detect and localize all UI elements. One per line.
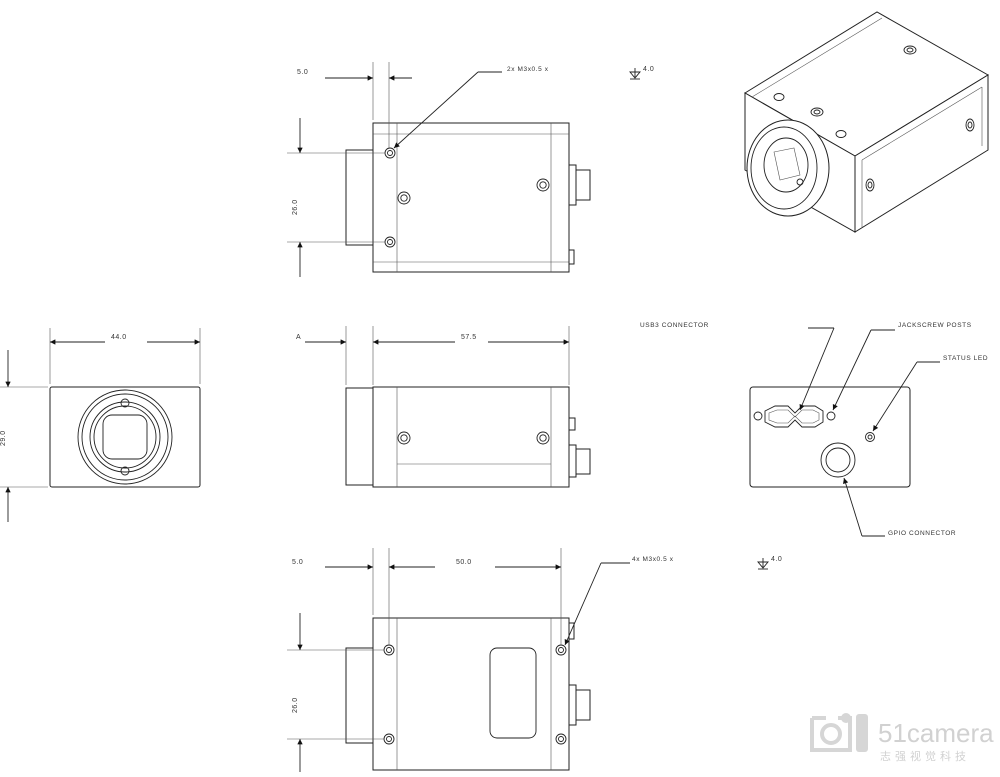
iso-lens-mount xyxy=(746,119,830,217)
jackscrew-post-right xyxy=(826,411,836,421)
side-length-dimension: 57.5 xyxy=(461,334,477,341)
side-view-lens-mount xyxy=(345,387,374,486)
bottom-view-hole-br xyxy=(555,733,567,745)
bottom-view-connector xyxy=(575,689,591,721)
top-offset-dimension: 5.0 xyxy=(297,69,308,76)
top-view-connector xyxy=(575,169,591,201)
iso-screw-top-2 xyxy=(903,45,917,55)
usb3-connector-label: USB3 CONNECTOR xyxy=(640,322,709,329)
side-view-body xyxy=(372,386,570,488)
side-view-screw-right xyxy=(536,431,550,445)
rear-view-body xyxy=(749,386,911,488)
iso-hole-top-2 xyxy=(835,130,847,138)
iso-screw-side-2 xyxy=(965,118,975,132)
iso-hole-top-1 xyxy=(773,93,785,101)
bottom-view: 5.0 50.0 26.0 4x M3x0.5 x xyxy=(287,548,674,772)
depth-bottom-dimension: 4.0 xyxy=(771,556,782,563)
bottom-offset-dimension: 5.0 xyxy=(292,559,303,566)
watermark-logo xyxy=(810,713,868,752)
bottom-view-lens-mount xyxy=(345,647,374,744)
watermark-subtitle: 志强视觉科技 xyxy=(880,749,970,763)
status-led xyxy=(865,432,875,442)
bottom-view-label-area xyxy=(489,647,537,739)
top-view-body xyxy=(372,122,570,273)
jackscrew-posts-label: JACKSCREW POSTS xyxy=(898,322,972,329)
iso-screw-side-1 xyxy=(865,178,875,192)
front-view-mount-outer xyxy=(77,389,173,485)
bottom-spacing-dimension: 50.0 xyxy=(456,559,472,566)
top-view-screw-left xyxy=(397,191,411,205)
front-height-dimension: 29.0 xyxy=(0,430,7,446)
front-view: 44.0 29.0 xyxy=(0,328,201,522)
gpio-connector-label: GPIO CONNECTOR xyxy=(888,530,956,537)
bottom-view-body xyxy=(372,617,570,771)
watermark: 51camera 志强视觉科技 xyxy=(810,713,994,763)
iso-side-face xyxy=(854,74,989,233)
top-height-dimension: 26.0 xyxy=(292,199,299,215)
top-view-lens-mount xyxy=(345,149,374,246)
usb3-connector-port xyxy=(764,405,824,428)
side-view: A 57.5 xyxy=(296,326,591,488)
depth-top-dimension: 4.0 xyxy=(643,66,654,73)
jackscrew-post-left xyxy=(753,411,763,421)
top-view: 5.0 26.0 2x M3x0.5 x xyxy=(287,62,591,277)
front-view-sensor xyxy=(102,414,148,460)
watermark-brand: 51camera xyxy=(878,718,994,748)
gpio-connector-port xyxy=(820,442,856,478)
depth-symbol-bottom: 4.0 xyxy=(757,556,782,570)
iso-screw-top-1 xyxy=(810,107,824,117)
side-view-connector xyxy=(575,448,591,475)
front-width-dimension: 44.0 xyxy=(111,334,127,341)
bottom-height-dimension: 26.0 xyxy=(292,697,299,713)
top-holes-callout: 2x M3x0.5 x xyxy=(507,66,549,73)
side-view-screw-left xyxy=(397,431,411,445)
status-led-label: STATUS LED xyxy=(943,355,988,362)
depth-symbol-top: 4.0 xyxy=(629,66,654,80)
bottom-holes-callout: 4x M3x0.5 x xyxy=(632,556,674,563)
front-view-body xyxy=(49,386,201,488)
isometric-view xyxy=(744,11,989,233)
rear-view: USB3 CONNECTOR JACKSCREW POSTS STATUS LE… xyxy=(640,322,988,537)
side-ref-label: A xyxy=(296,334,301,341)
top-view-screw-right xyxy=(536,178,550,192)
